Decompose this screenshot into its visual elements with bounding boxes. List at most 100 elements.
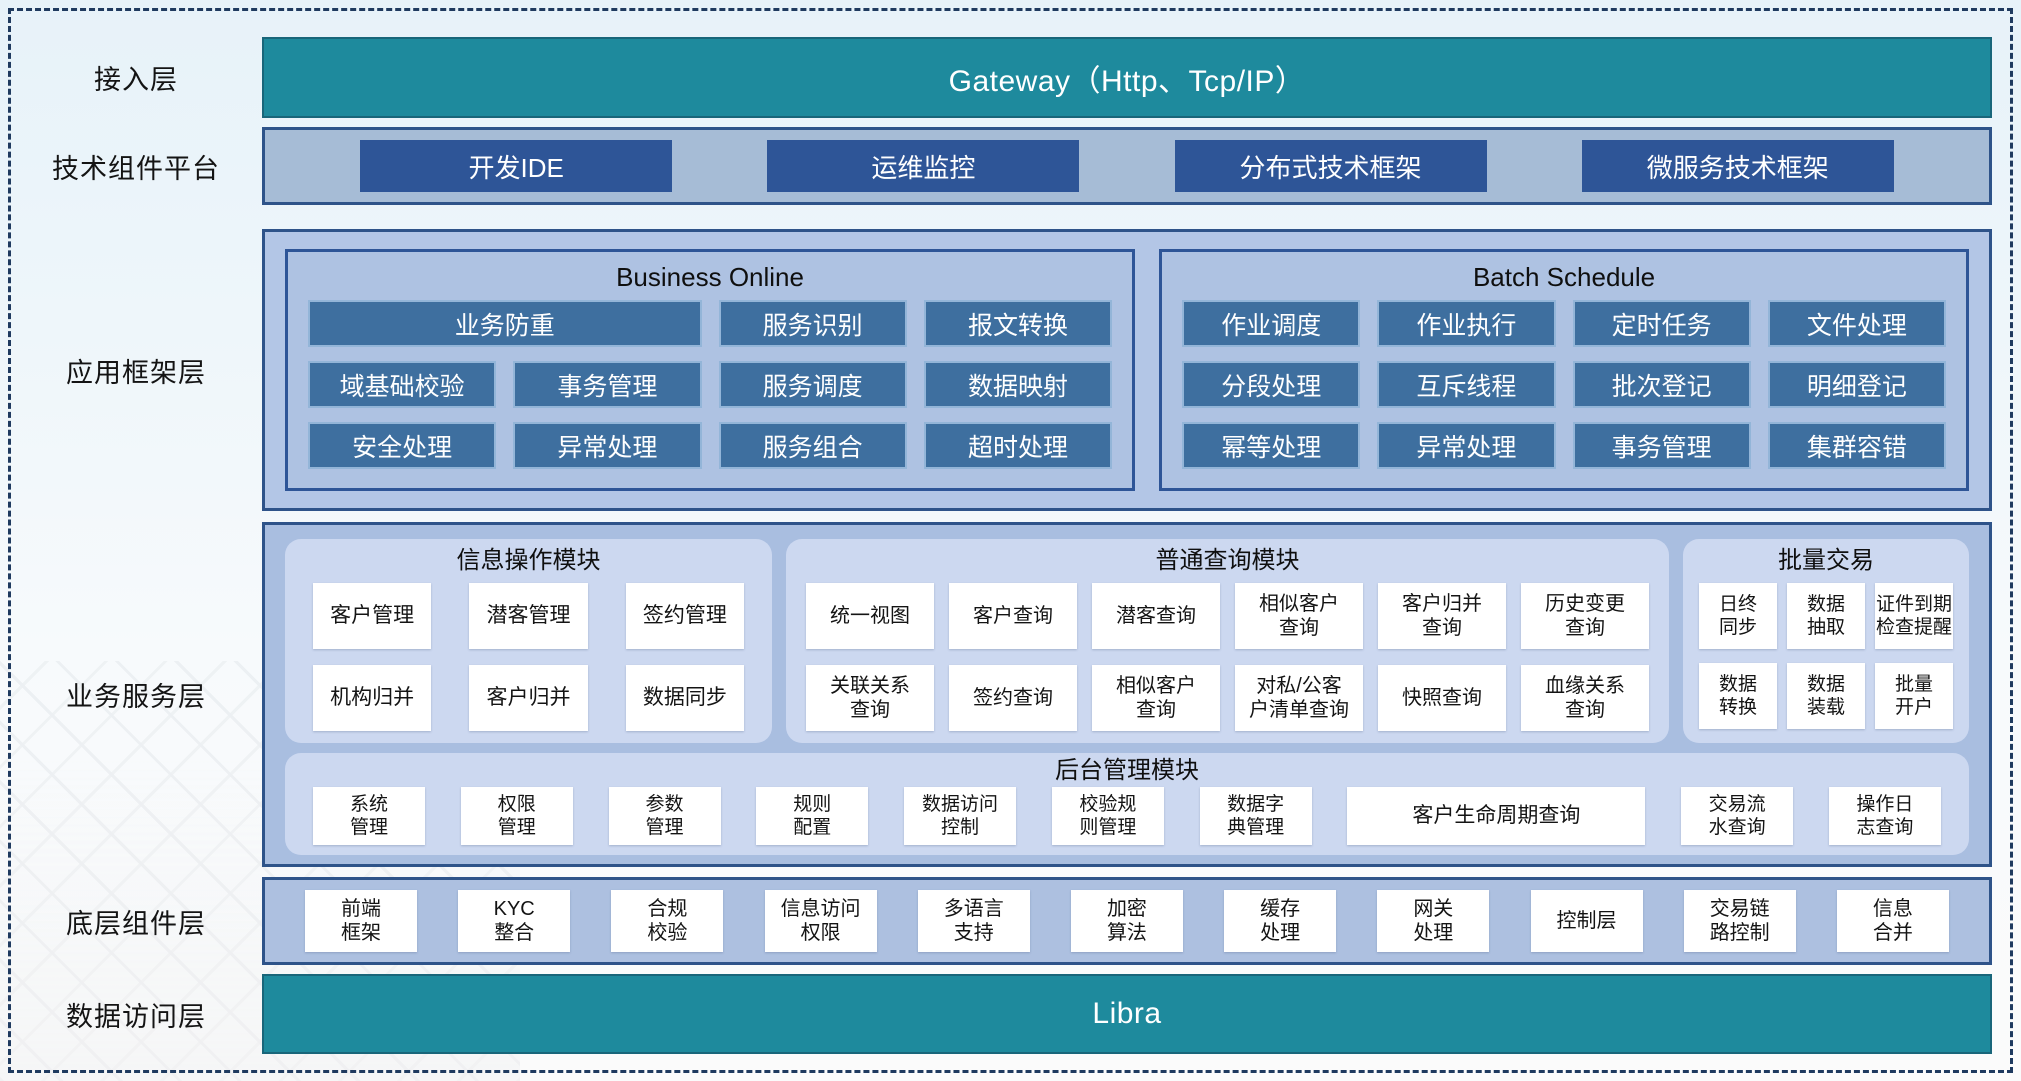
fw-chip: 异常处理 xyxy=(1377,422,1556,469)
base-chip: 缓存 处理 xyxy=(1224,890,1337,952)
fw-chip: 服务组合 xyxy=(718,422,907,469)
query-module-title: 普通查询模块 xyxy=(1155,547,1300,574)
fw-chip: 分段处理 xyxy=(1182,361,1361,408)
fw-chip: 作业调度 xyxy=(1182,300,1361,347)
batch-schedule-grid: 作业调度 作业执行 定时任务 文件处理 分段处理 互斥线程 批次登记 明细登记 … xyxy=(1162,296,1966,469)
service-chip: 客户归并 查询 xyxy=(1378,583,1506,649)
batch-schedule-title: Batch Schedule xyxy=(1472,262,1656,292)
tech-platform-row: 技术组件平台 开发IDE 运维监控 分布式技术框架 微服务技术框架 xyxy=(10,127,2011,205)
admin-chip: 交易流 水查询 xyxy=(1681,787,1794,845)
admin-chip: 数据字 典管理 xyxy=(1199,787,1312,845)
app-framework-label: 应用框架层 xyxy=(66,357,206,388)
fw-chip: 域基础校验 xyxy=(308,361,497,408)
admin-chip-wide: 客户生命周期查询 xyxy=(1347,787,1646,845)
batch-trade-card: 批量交易 日终 同步 数据 抽取 证件到期 检查提醒 数据 转换 数据 装载 批… xyxy=(1683,539,1969,743)
business-service-label: 业务服务层 xyxy=(66,682,206,712)
business-service-row: 业务服务层 信息操作模块 客户管理 潜客管理 签约管理 机构归并 客户归并 数据… xyxy=(10,522,2011,867)
service-chip: 相似客户 查询 xyxy=(1092,665,1220,731)
base-chip: 合规 校验 xyxy=(611,890,724,952)
admin-chip: 数据访问 控制 xyxy=(904,787,1017,845)
base-chip: 加密 算法 xyxy=(1070,890,1183,952)
fw-chip: 安全处理 xyxy=(308,422,497,469)
service-chip: 批量 开户 xyxy=(1875,663,1953,729)
data-access-label: 数据访问层 xyxy=(66,1001,206,1032)
service-chip: 客户归并 xyxy=(469,665,588,731)
admin-chip: 规则 配置 xyxy=(756,787,869,845)
service-chip: 快照查询 xyxy=(1378,665,1506,731)
info-module-title: 信息操作模块 xyxy=(456,547,601,574)
fw-chip: 报文转换 xyxy=(923,300,1113,347)
service-chip: 数据 抽取 xyxy=(1787,583,1865,649)
tech-platform-label: 技术组件平台 xyxy=(52,153,220,184)
base-chip: KYC 整合 xyxy=(458,890,571,952)
fw-chip: 作业执行 xyxy=(1377,300,1556,347)
admin-chip: 操作日 志查询 xyxy=(1828,787,1941,845)
fw-chip: 幂等处理 xyxy=(1182,422,1361,469)
service-chip: 客户查询 xyxy=(949,583,1077,649)
admin-module-title: 后台管理模块 xyxy=(1055,757,1199,784)
batch-trade-title: 批量交易 xyxy=(1778,547,1874,574)
base-chip: 交易链 路控制 xyxy=(1683,890,1796,952)
app-framework-row: 应用框架层 Business Online 业务防重 服务识别 报文转换 域基础… xyxy=(10,229,2011,511)
service-modules: 信息操作模块 客户管理 潜客管理 签约管理 机构归并 客户归并 数据同步 普通查… xyxy=(285,539,1969,743)
service-chip: 数据同步 xyxy=(625,665,744,731)
admin-chip: 校验规 则管理 xyxy=(1051,787,1164,845)
fw-chip: 明细登记 xyxy=(1767,361,1946,408)
tech-chip: 分布式技术框架 xyxy=(1174,140,1487,192)
business-online-panel: Business Online 业务防重 服务识别 报文转换 域基础校验 事务管… xyxy=(285,249,1136,491)
base-chip: 信息访问 权限 xyxy=(764,890,877,952)
fw-chip: 超时处理 xyxy=(923,422,1113,469)
query-module-grid: 统一视图 客户查询 潜客查询 相似客户 查询 客户归并 查询 历史变更 查询 关… xyxy=(786,579,1669,731)
fw-chip: 事务管理 xyxy=(513,361,702,408)
base-component-box: 前端 框架 KYC 整合 合规 校验 信息访问 权限 多语言 支持 加密 算法 … xyxy=(262,877,1992,965)
service-chip: 机构归并 xyxy=(313,665,432,731)
info-module-card: 信息操作模块 客户管理 潜客管理 签约管理 机构归并 客户归并 数据同步 xyxy=(285,539,772,743)
admin-chip: 权限 管理 xyxy=(460,787,573,845)
base-chip: 前端 框架 xyxy=(305,890,417,952)
fw-chip: 数据映射 xyxy=(923,361,1113,408)
tech-chip: 运维监控 xyxy=(767,140,1080,192)
service-chip: 证件到期 检查提醒 xyxy=(1875,583,1953,649)
admin-chip: 系统 管理 xyxy=(313,787,425,845)
service-chip: 血缘关系 查询 xyxy=(1521,665,1649,731)
fw-chip: 事务管理 xyxy=(1572,422,1751,469)
admin-module-card: 后台管理模块 系统 管理 权限 管理 参数 管理 规则 配置 数据访问 控制 校… xyxy=(285,753,1969,855)
service-chip: 数据 装载 xyxy=(1787,663,1865,729)
business-online-title: Business Online xyxy=(616,262,804,292)
data-access-row: 数据访问层 Libra xyxy=(10,974,2011,1054)
base-component-row: 底层组件层 前端 框架 KYC 整合 合规 校验 信息访问 权限 多语言 支持 … xyxy=(10,877,2011,965)
fw-chip: 批次登记 xyxy=(1572,361,1751,408)
service-chip: 相似客户 查询 xyxy=(1235,583,1363,649)
gateway-bar: Gateway（Http、Tcp/IP） xyxy=(262,37,1992,118)
fw-chip: 文件处理 xyxy=(1767,300,1946,347)
service-chip: 关联关系 查询 xyxy=(806,665,934,731)
service-chip: 客户管理 xyxy=(313,583,432,649)
base-chip: 信息 合并 xyxy=(1836,890,1949,952)
fw-chip: 异常处理 xyxy=(513,422,702,469)
fw-chip: 互斥线程 xyxy=(1377,361,1556,408)
info-module-grid: 客户管理 潜客管理 签约管理 机构归并 客户归并 数据同步 xyxy=(285,579,772,731)
service-chip: 日终 同步 xyxy=(1699,583,1777,649)
business-online-grid: 业务防重 服务识别 报文转换 域基础校验 事务管理 服务调度 数据映射 安全处理… xyxy=(288,296,1132,469)
query-module-card: 普通查询模块 统一视图 客户查询 潜客查询 相似客户 查询 客户归并 查询 历史… xyxy=(786,539,1669,743)
architecture-diagram: 接入层 Gateway（Http、Tcp/IP） 技术组件平台 开发IDE 运维… xyxy=(10,10,2011,1071)
admin-module-row: 系统 管理 权限 管理 参数 管理 规则 配置 数据访问 控制 校验规 则管理 … xyxy=(285,787,1969,845)
admin-chip: 参数 管理 xyxy=(608,787,721,845)
service-chip: 数据 转换 xyxy=(1699,663,1777,729)
libra-bar: Libra xyxy=(262,974,1992,1054)
business-service-box: 信息操作模块 客户管理 潜客管理 签约管理 机构归并 客户归并 数据同步 普通查… xyxy=(262,522,1992,867)
fw-chip: 业务防重 xyxy=(308,300,702,347)
service-chip: 签约查询 xyxy=(949,665,1077,731)
service-chip: 统一视图 xyxy=(806,583,934,649)
tech-platform-box: 开发IDE 运维监控 分布式技术框架 微服务技术框架 xyxy=(262,127,1992,205)
base-chip: 多语言 支持 xyxy=(917,890,1030,952)
fw-chip: 服务调度 xyxy=(718,361,907,408)
service-chip: 签约管理 xyxy=(625,583,744,649)
access-layer-label: 接入层 xyxy=(94,65,178,95)
batch-trade-grid: 日终 同步 数据 抽取 证件到期 检查提醒 数据 转换 数据 装载 批量 开户 xyxy=(1683,579,1969,729)
base-chip: 控制层 xyxy=(1530,890,1643,952)
tech-chip: 微服务技术框架 xyxy=(1581,140,1894,192)
service-chip: 对私/公客 户清单查询 xyxy=(1235,665,1363,731)
batch-schedule-panel: Batch Schedule 作业调度 作业执行 定时任务 文件处理 分段处理 … xyxy=(1159,249,1969,491)
service-chip: 历史变更 查询 xyxy=(1521,583,1649,649)
